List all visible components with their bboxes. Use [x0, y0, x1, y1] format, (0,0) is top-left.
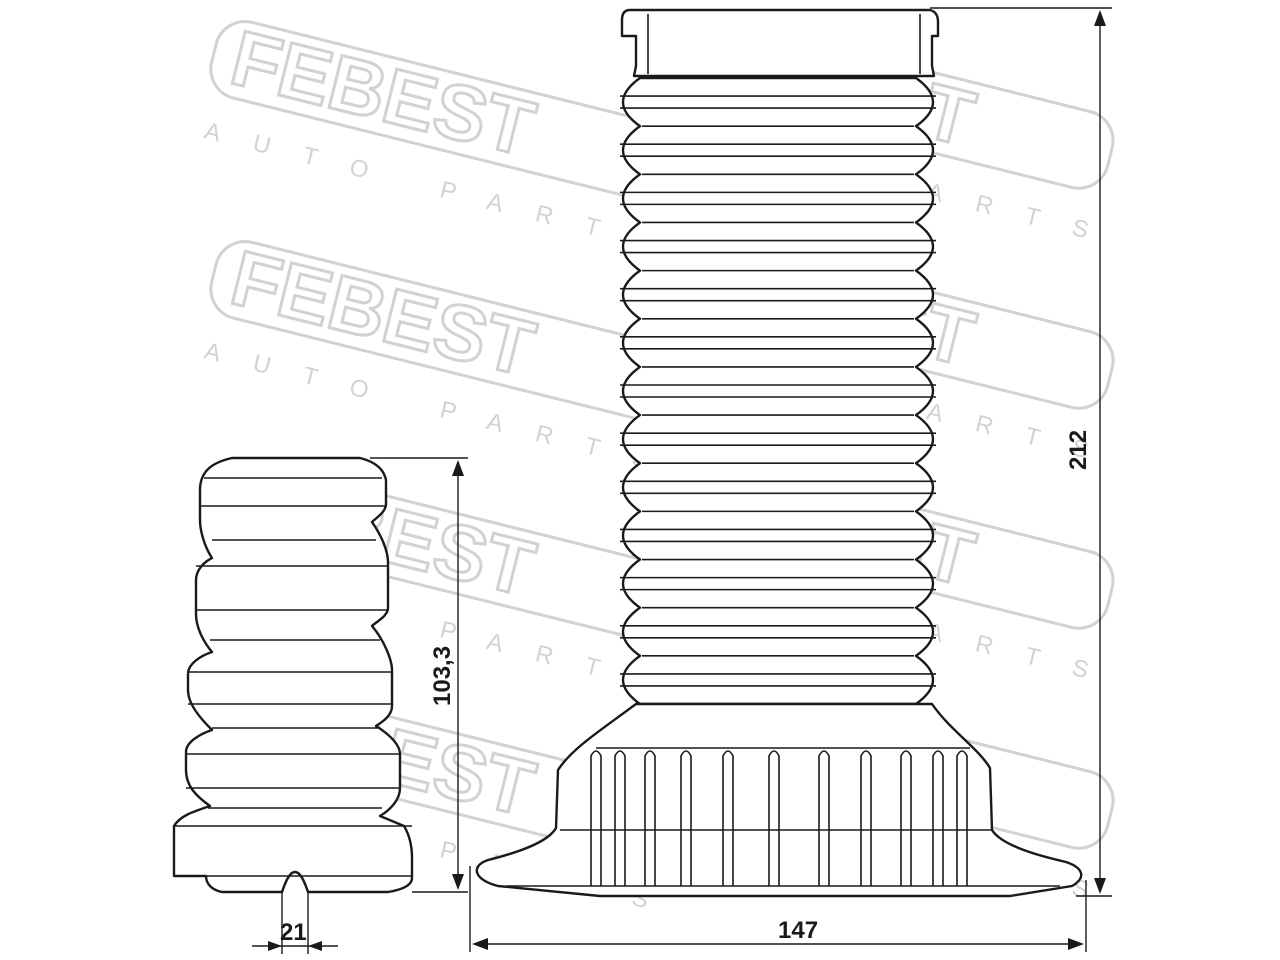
bellows-ribs	[620, 95, 936, 687]
dimension-boot-height: 212	[930, 7, 1112, 897]
flange-rib	[956, 750, 968, 886]
flange-rib	[680, 750, 692, 886]
flange-rib	[768, 750, 780, 886]
flange-rib	[722, 750, 734, 886]
flange-rib	[860, 750, 872, 886]
boot-base-width-label: 147	[778, 917, 818, 944]
dimension-bumper-height: 103,3	[370, 457, 468, 893]
bumper-inner-diameter-label: 21	[280, 919, 307, 946]
boot-height-label: 212	[1065, 430, 1092, 470]
flange-rib	[590, 750, 602, 886]
dimension-bumper-inner-diameter: 21	[252, 892, 338, 954]
flange-ribs	[590, 750, 968, 886]
flange-rib	[614, 750, 626, 886]
dimension-boot-base-width: 147	[469, 866, 1087, 952]
flange-rib	[932, 750, 944, 886]
flange-rib	[644, 750, 656, 886]
bumper-height-label: 103,3	[429, 646, 456, 706]
bump-stop-part	[172, 456, 414, 894]
flange-rib	[900, 750, 912, 886]
flange-rib	[818, 750, 830, 886]
dust-boot-part	[475, 8, 1083, 898]
bellows	[622, 76, 934, 706]
